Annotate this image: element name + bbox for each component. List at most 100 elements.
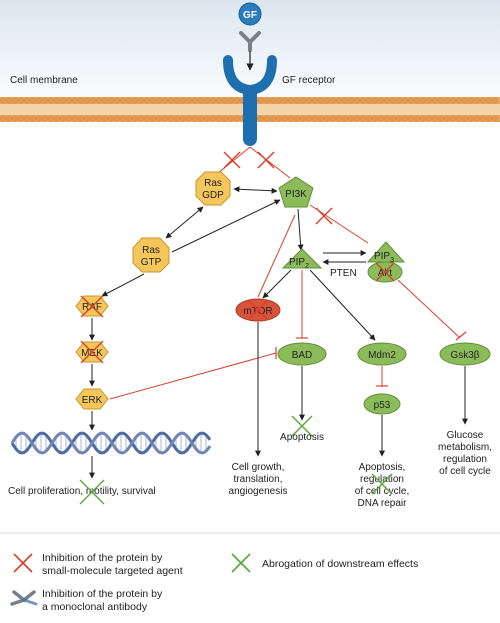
proliferation-abrogation-cross (79, 479, 105, 505)
lipid-head (402, 115, 408, 122)
lipid-head (126, 115, 132, 122)
lipid-head (84, 115, 90, 122)
lipid-head (6, 115, 12, 122)
akt-label: Akt (378, 268, 393, 279)
legend-red-cross (13, 553, 33, 573)
lipid-head (384, 115, 390, 122)
lipid-head (222, 97, 228, 104)
mek-node: MEK (75, 340, 109, 364)
lipid-head (408, 115, 414, 122)
lipid-head (138, 97, 144, 104)
lipid-head (342, 97, 348, 104)
mdm2-label: Mdm2 (368, 350, 396, 361)
lipid-head (78, 97, 84, 104)
ras-gtp-label-2: GTP (141, 257, 162, 268)
lipid-head (102, 97, 108, 104)
lipid-head (414, 115, 420, 122)
lipid-head (48, 97, 54, 104)
p53-label: p53 (374, 400, 391, 411)
svg-text:of cell cycle,: of cell cycle, (355, 486, 409, 497)
lipid-head (186, 115, 192, 122)
lipid-head (204, 97, 210, 104)
lipid-head (66, 115, 72, 122)
svg-text:angiogenesis: angiogenesis (229, 486, 288, 497)
svg-text:translation,: translation, (234, 474, 283, 485)
lipid-head (456, 97, 462, 104)
p53-node: p53 (363, 393, 401, 415)
legend-inhibition-small-line1: Inhibition of the protein by (42, 552, 163, 564)
lipid-head (36, 97, 42, 104)
lipid-head (180, 97, 186, 104)
lipid-head (330, 97, 336, 104)
lipid-head (18, 97, 24, 104)
lipid-head (108, 97, 114, 104)
lipid-head (30, 115, 36, 122)
raf-label: RAF (82, 302, 102, 313)
lipid-head (72, 115, 78, 122)
raf-inhibition-cross (80, 295, 104, 318)
lipid-head (174, 115, 180, 122)
lipid-head (360, 97, 366, 104)
lipid-head (156, 97, 162, 104)
lipid-head (36, 115, 42, 122)
pi3k-pip2-arrow (297, 208, 304, 251)
pip3-label: PIP3 (374, 251, 394, 264)
svg-text:regulation: regulation (360, 474, 404, 485)
lipid-head (396, 115, 402, 122)
lipid-head (24, 115, 30, 122)
bad-node: BAD (277, 342, 327, 366)
lipid-head (282, 97, 288, 104)
legend-antibody-line1: Inhibition of the protein by (42, 588, 163, 600)
erk-node: ERK (75, 388, 109, 410)
lipid-head (372, 97, 378, 104)
svg-text:of cell cycle: of cell cycle (439, 466, 491, 477)
rasgdp-rasgtp-arrow (165, 206, 204, 239)
lipid-head (18, 115, 24, 122)
lipid-head (216, 97, 222, 104)
svg-text:DNA repair: DNA repair (358, 498, 408, 509)
lipid-head (384, 97, 390, 104)
lipid-head (228, 97, 234, 104)
erk-bad-red-line (109, 352, 277, 400)
lipid-head (72, 97, 78, 104)
lipid-head (336, 115, 342, 122)
lipid-head (132, 97, 138, 104)
lipid-head (264, 115, 270, 122)
lipid-head (162, 115, 168, 122)
bad-abrogation-cross (291, 415, 313, 437)
lipid-head (294, 115, 300, 122)
mtor-inhibition-cross (247, 299, 269, 321)
lipid-head (378, 97, 384, 104)
receptor-inhibition-cross-left (223, 151, 241, 169)
lipid-head (474, 97, 480, 104)
lipid-head (486, 97, 492, 104)
lipid-head (222, 115, 228, 122)
lipid-head (258, 97, 264, 104)
lipid-head (234, 97, 240, 104)
lipid-head (450, 97, 456, 104)
svg-text:Apoptosis,: Apoptosis, (359, 462, 406, 473)
lipid-head (312, 115, 318, 122)
legend-antibody-line2: a monoclonal antibody (42, 601, 148, 613)
lipid-head (0, 115, 6, 122)
lipid-head (492, 115, 498, 122)
lipid-head (216, 115, 222, 122)
lipid-head (102, 115, 108, 122)
lipid-head (198, 115, 204, 122)
lipid-head (270, 115, 276, 122)
proliferation-label: Cell proliferation, motility, survival (8, 486, 156, 497)
legend-inhibition-small-line2: small-molecule targeted agent (42, 565, 183, 577)
cell-membrane-label: Cell membrane (10, 75, 78, 86)
akt-gsk3b-inhibit-bar (455, 331, 467, 341)
lipid-head (354, 97, 360, 104)
mek-label: MEK (81, 348, 103, 359)
bad-label: BAD (292, 350, 313, 361)
lipid-head (54, 97, 60, 104)
lipid-head (438, 97, 444, 104)
lipid-head (270, 97, 276, 104)
lipid-head (42, 97, 48, 104)
ras-gdp-label-1: Ras (204, 178, 222, 189)
lipid-head (180, 115, 186, 122)
lipid-head (378, 115, 384, 122)
lipid-head (114, 115, 120, 122)
